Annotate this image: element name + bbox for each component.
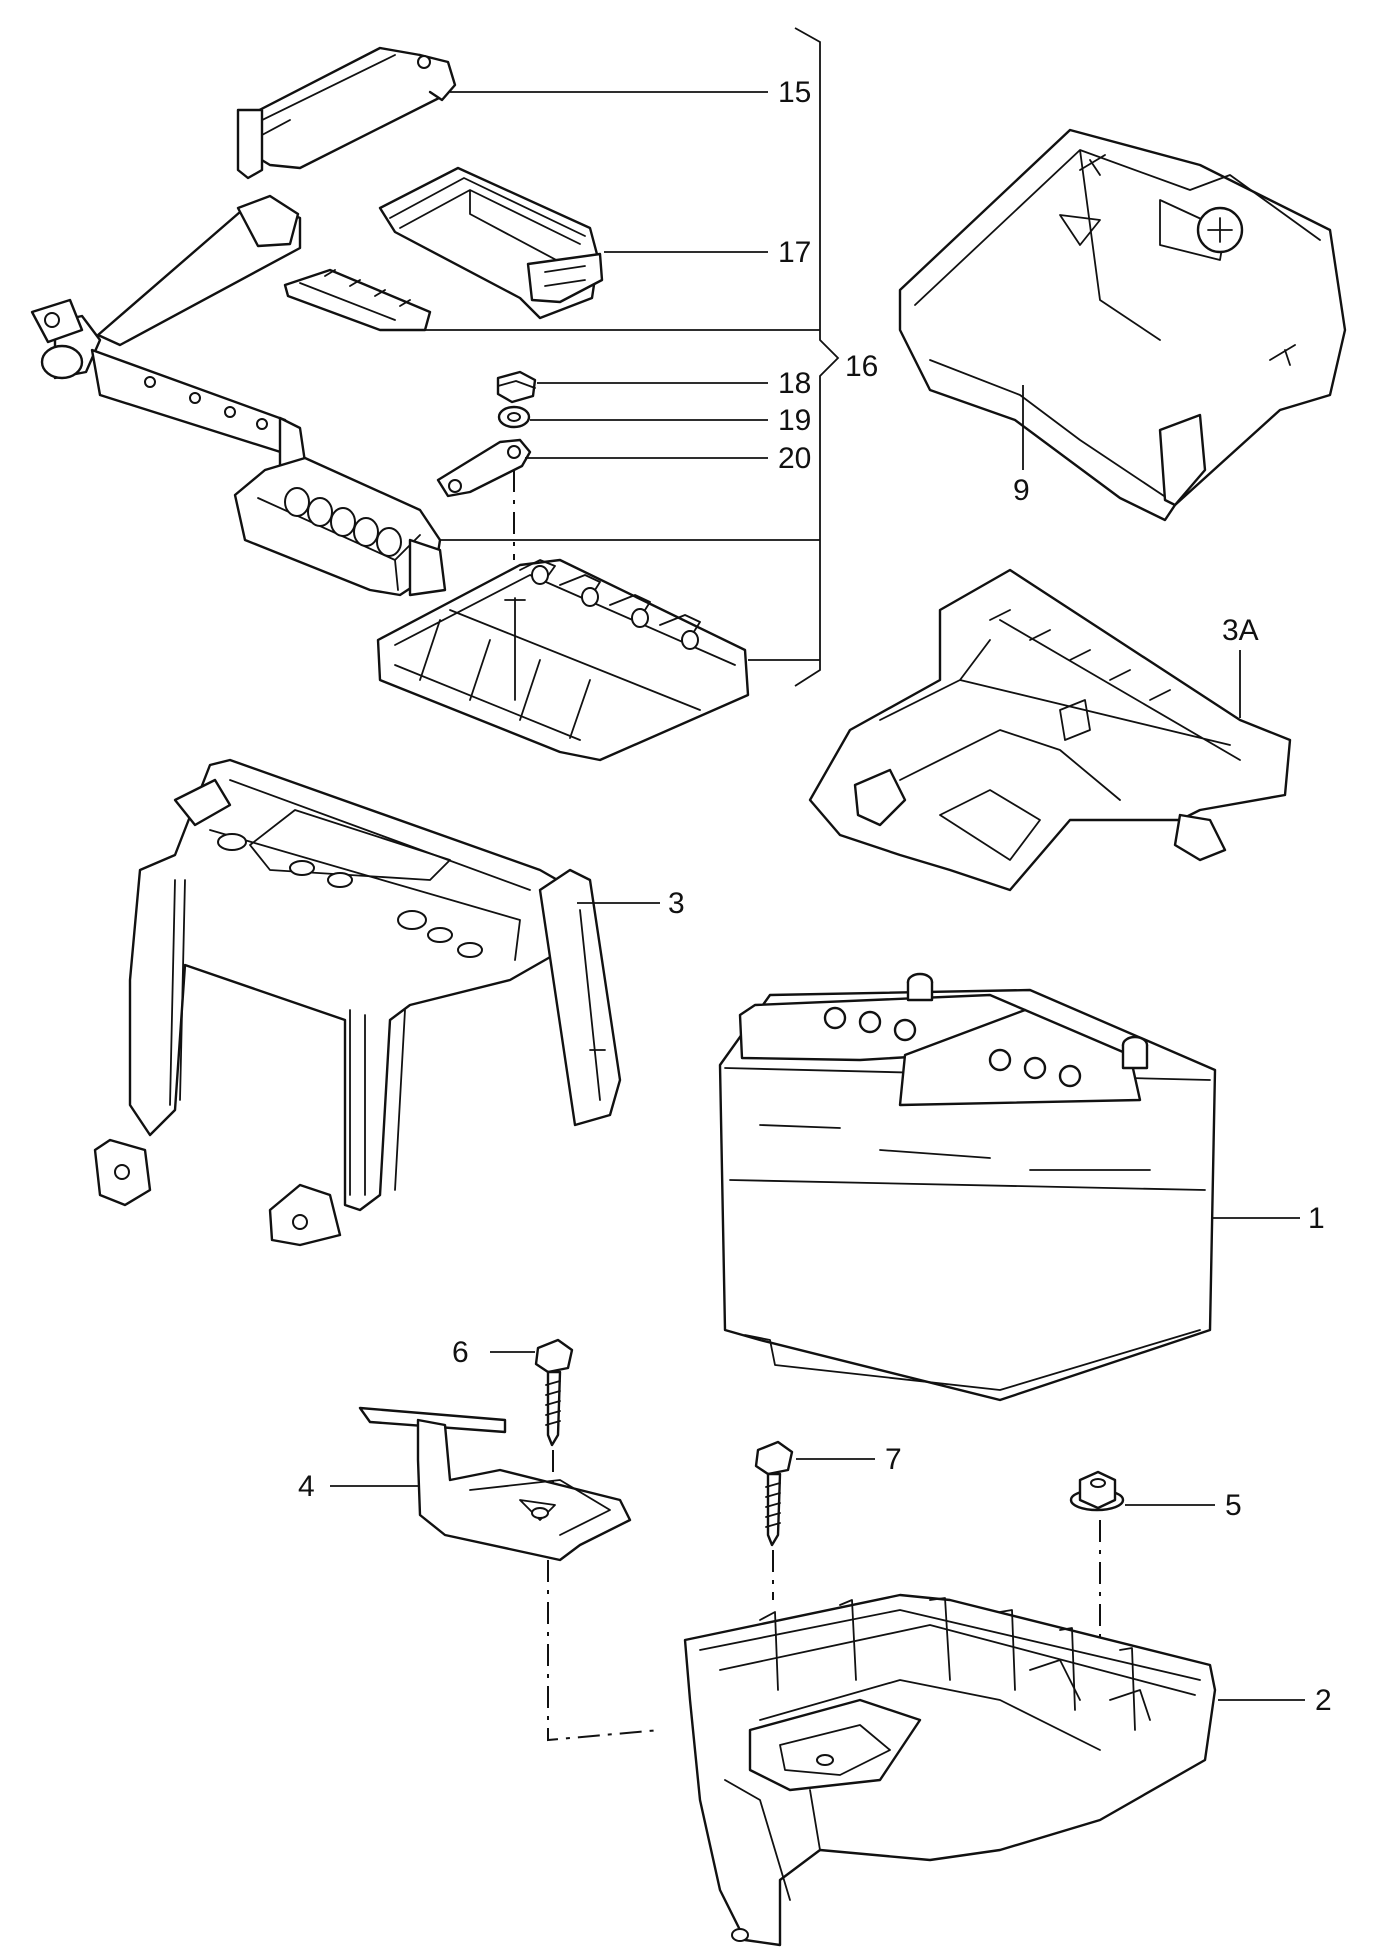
callout-16: 16 [845,350,878,383]
callout-1: 1 [1308,1202,1325,1235]
screw-7-part [754,1440,794,1547]
terminal-strip-part [436,438,532,498]
clamp-plate-part [358,1406,632,1562]
fuse-housing-part [378,166,604,320]
screw-6-part [534,1338,574,1447]
callout-3: 3 [668,887,685,920]
group-16-bracket [794,27,840,687]
callout-5: 5 [1225,1489,1242,1522]
callout-6: 6 [452,1336,469,1369]
callout-2: 2 [1315,1684,1332,1717]
battery-cover-part [898,128,1347,522]
battery-positive-cable-part [30,194,307,472]
callout-3A: 3A [1222,614,1259,647]
callout-4: 4 [298,1470,315,1503]
fuse-carrier-part [376,558,750,762]
fuse-strip-part [283,268,432,332]
callout-15: 15 [778,76,811,109]
leader-lines [330,91,1305,1701]
battery-tray-part [683,1593,1217,1947]
relay-cover-part [236,46,457,180]
callout-18: 18 [778,367,811,400]
assembly-line-4 [547,1560,661,1742]
callout-20: 20 [778,442,811,475]
battery-part [718,972,1217,1402]
callout-9: 9 [1013,474,1030,507]
battery-frame-part [93,758,622,1247]
battery-frame-insert-part [808,568,1292,892]
callout-7: 7 [885,1443,902,1476]
flange-nut-part [1069,1470,1125,1512]
fuse-connector-block-part [233,456,447,597]
hex-nut-part [496,370,537,404]
callout-17: 17 [778,236,811,269]
washer-part [497,405,531,429]
callout-19: 19 [778,404,811,437]
